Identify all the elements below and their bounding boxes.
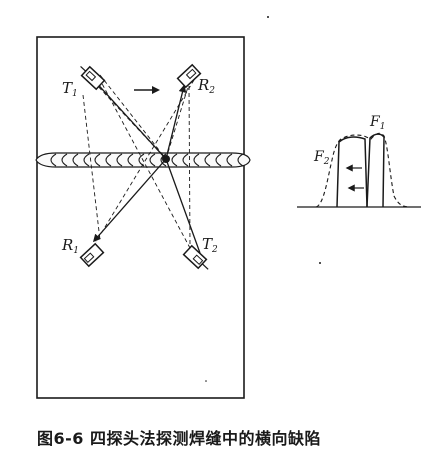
figure-caption: 图6-6 四探头法探测焊缝中的横向缺陷 — [37, 429, 321, 448]
echo-envelope-dashed — [315, 132, 411, 208]
transverse-defect — [162, 155, 170, 163]
echo-signal-f2 — [336, 136, 368, 208]
scan-specks — [205, 16, 321, 382]
probe-t2 — [182, 244, 209, 270]
probe-t1 — [80, 65, 106, 91]
label-t1: T1 — [62, 79, 78, 99]
probe-r1 — [79, 242, 105, 268]
beam-paths-solid — [91, 77, 201, 254]
specimen-plate — [36, 36, 245, 399]
scan-direction-arrow — [134, 86, 160, 94]
label-r2: R2 — [197, 76, 215, 96]
label-f2: F2 — [313, 149, 330, 167]
label-f1: F1 — [369, 114, 385, 132]
label-t2: T2 — [202, 235, 218, 255]
label-r1: R1 — [61, 236, 79, 256]
probe-r2 — [176, 63, 202, 89]
echo-display — [297, 132, 421, 208]
echo-signal-f1 — [366, 133, 385, 208]
